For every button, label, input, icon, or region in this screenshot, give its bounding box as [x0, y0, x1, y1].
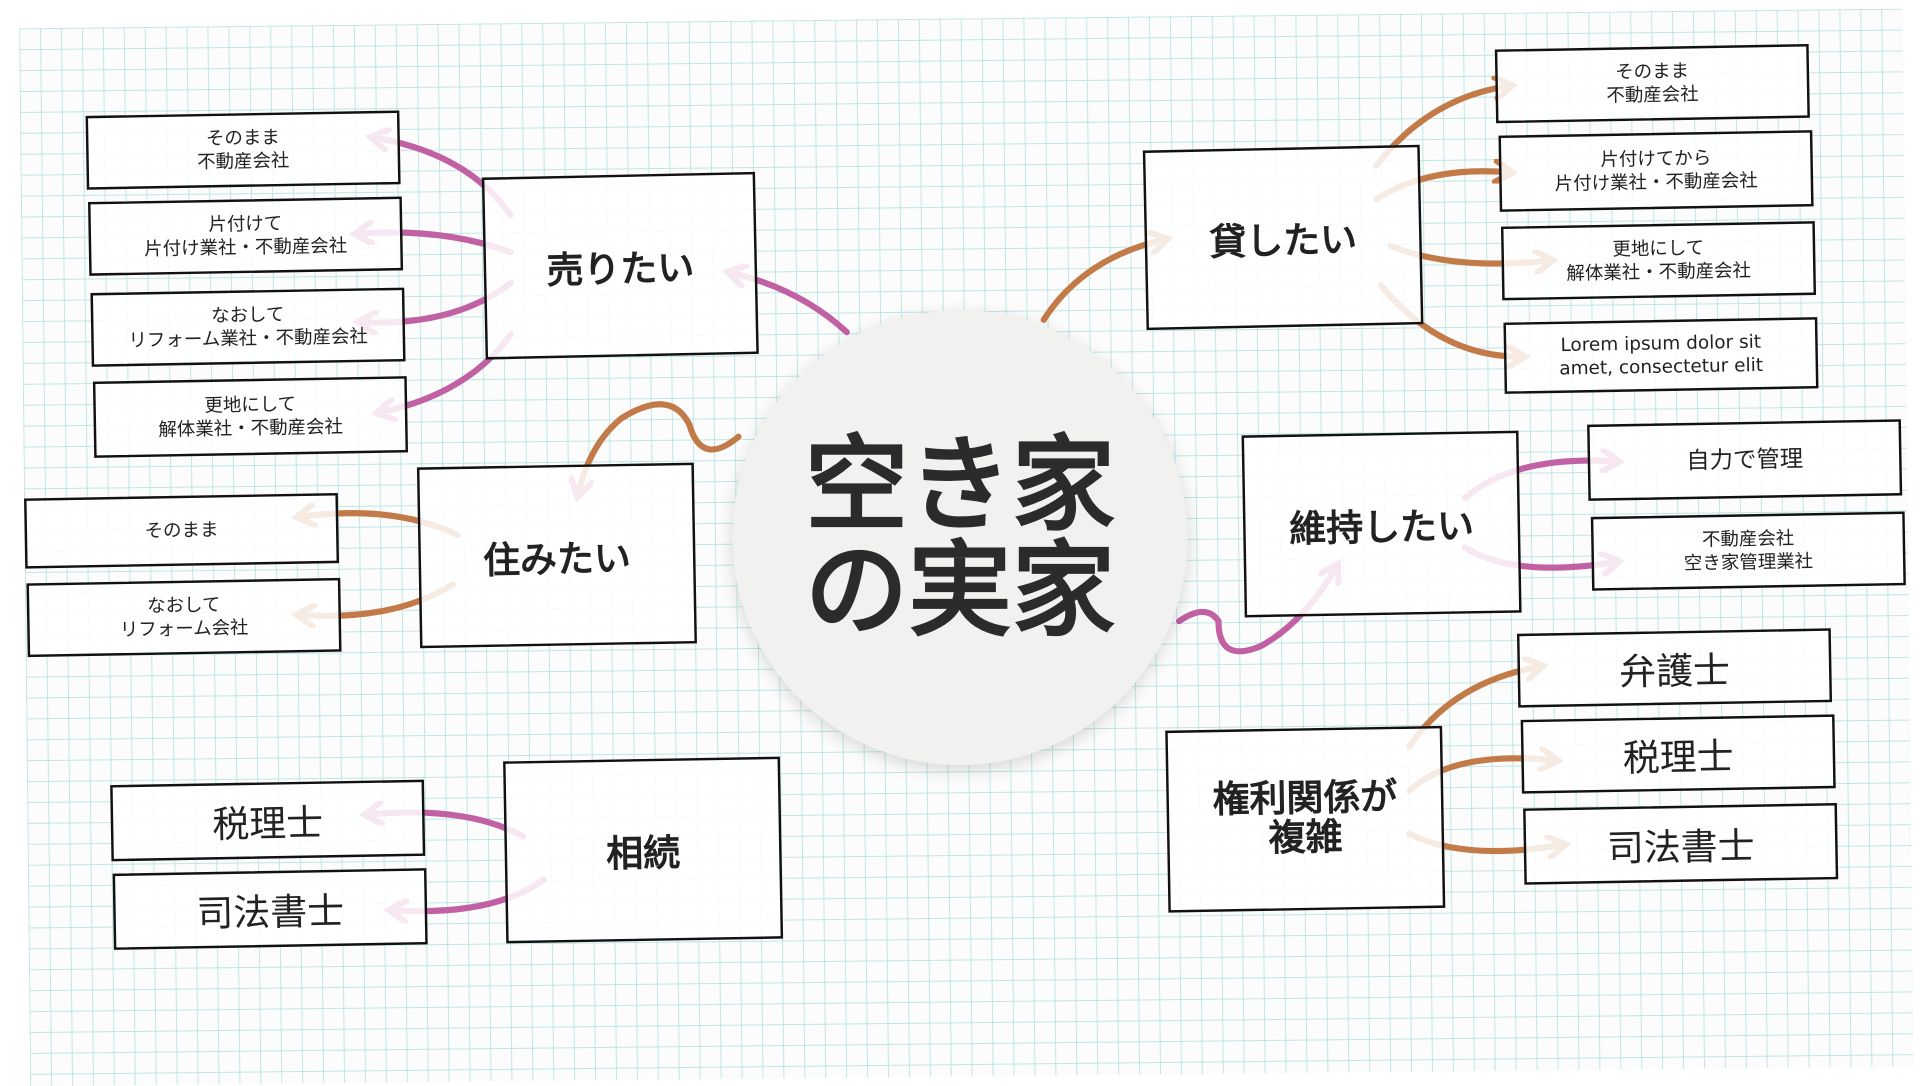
option-line: そのまま [205, 126, 280, 150]
live-option-2: なおしてリフォーム会社 [26, 577, 342, 658]
option-line: そのまま [144, 518, 219, 542]
branch-rights: 権利関係が複雑 [1165, 725, 1446, 913]
option-line: 不動産会社 [196, 149, 290, 174]
option-line: 不動産会社 [1606, 82, 1699, 107]
live-option-1: そのまま [24, 492, 340, 569]
center-topic: 空き家 の実家 [732, 309, 1188, 766]
inheritance-option-2: 司法書士 [112, 868, 428, 950]
option-line: なおして [146, 593, 221, 617]
option-line: Lorem ipsum dolor sit [1560, 330, 1762, 357]
rent-option-1: そのまま不動産会社 [1494, 44, 1810, 124]
option-line: 解体業社・不動産会社 [158, 415, 344, 441]
branch-label: 維持したい [1288, 505, 1475, 552]
option-line: リフォーム会社 [119, 616, 249, 641]
branch-live: 住みたい [416, 462, 697, 649]
option-line: amet, consectetur elit [1559, 353, 1764, 380]
option-line: 解体業社・不動産会社 [1566, 259, 1752, 285]
option-line: 片付けてから [1600, 146, 1712, 171]
branch-keep: 維持したい [1241, 430, 1522, 618]
option-line: リフォーム業社・不動産会社 [128, 325, 369, 352]
option-line: 片付け業社・不動産会社 [1554, 169, 1758, 195]
branch-sell: 売りたい [481, 171, 759, 360]
sell-option-2: 片付けて片付け業社・不動産会社 [87, 196, 404, 276]
sell-option-4: 更地にして解体業社・不動産会社 [92, 376, 409, 458]
rights-option-3: 司法書士 [1523, 802, 1839, 885]
sell-option-1: そのまま不動産会社 [85, 110, 401, 190]
center-title-line1: 空き家 [804, 424, 1116, 545]
rent-option-2: 片付けてから片付け業社・不動産会社 [1498, 130, 1814, 212]
keep-option-2: 不動産会社空き家管理業社 [1590, 511, 1906, 591]
inheritance-option-1: 税理士 [110, 779, 426, 862]
option-line: 不動産会社 [1701, 526, 1795, 551]
option-line: 税理士 [1622, 735, 1735, 781]
option-line: 片付けて [208, 212, 283, 236]
center-title-line2: の実家 [804, 530, 1116, 651]
keep-option-1: 自力で管理 [1587, 419, 1903, 501]
branch-rent: 貸したい [1142, 144, 1424, 331]
option-line: 司法書士 [196, 890, 345, 937]
branch-label: 貸したい [1208, 218, 1358, 265]
option-line: 片付け業社・不動産会社 [143, 234, 348, 261]
sell-option-3: なおしてリフォーム業社・不動産会社 [90, 287, 406, 367]
rights-option-2: 税理士 [1520, 714, 1836, 794]
rent-option-3: 更地にして解体業社・不動産会社 [1500, 221, 1817, 301]
option-line: 更地にして [204, 392, 297, 417]
option-line: 司法書士 [1606, 825, 1755, 871]
option-line: そのまま [1615, 59, 1690, 84]
option-line: 税理士 [212, 802, 324, 848]
branch-label: 売りたい [546, 246, 695, 294]
branch-inheritance: 相続 [503, 756, 784, 944]
option-line: 自力で管理 [1685, 444, 1804, 474]
option-line: 空き家管理業社 [1683, 549, 1814, 575]
branch-label: 相続 [605, 832, 681, 877]
option-line: なおして [210, 303, 285, 327]
rights-option-1: 弁護士 [1516, 628, 1833, 708]
branch-label-line2: 複雑 [1268, 816, 1343, 861]
branch-label: 住みたい [482, 536, 632, 583]
option-line: 弁護士 [1618, 649, 1731, 695]
option-line: 更地にして [1612, 236, 1705, 261]
branch-label-line1: 権利関係が [1212, 775, 1398, 823]
